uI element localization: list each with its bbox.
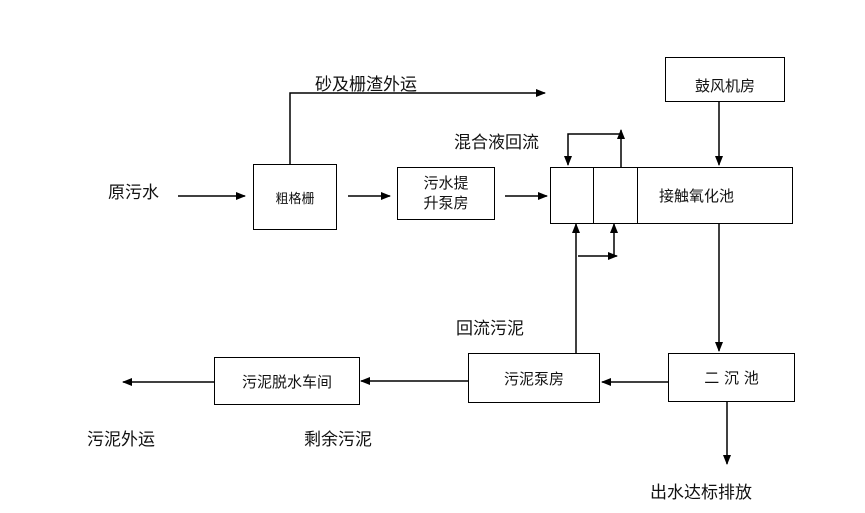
pump-room-label-1: 污水提 xyxy=(423,174,469,192)
pump-room-label-2: 升泵房 xyxy=(423,193,469,212)
oxidation-divider-2 xyxy=(637,168,638,223)
secondary-clarifier-label: 二 沉 池 xyxy=(704,369,759,387)
blower-room-label: 鼓风机房 xyxy=(694,77,755,95)
sludge-out-label: 污泥外运 xyxy=(87,430,155,450)
blower-room-box: 鼓风机房 xyxy=(665,57,785,102)
raw-water-label: 原污水 xyxy=(108,183,159,203)
sludge-pump-room-label: 污泥泵房 xyxy=(503,369,564,388)
contact-oxidation-box: 接触氧化池 xyxy=(550,167,793,224)
excess-sludge-label: 剩余污泥 xyxy=(304,430,372,450)
sand-residue-label: 砂及栅渣外运 xyxy=(315,75,417,95)
coarse-screen-label: 粗格栅 xyxy=(275,191,315,207)
effluent-label: 出水达标排放 xyxy=(650,483,752,503)
oxidation-divider-1 xyxy=(593,168,594,223)
arrow-residue-out xyxy=(289,89,546,165)
mixed-liquor-return-label: 混合液回流 xyxy=(454,133,539,153)
coarse-screen-box: 粗格栅 xyxy=(253,164,337,230)
contact-oxidation-label: 接触氧化池 xyxy=(659,187,735,205)
pump-room-box: 污水提 升泵房 xyxy=(397,167,495,220)
sludge-dewatering-box: 污泥脱水车间 xyxy=(214,357,360,405)
mixed-return-top xyxy=(564,133,621,166)
secondary-clarifier-box: 二 沉 池 xyxy=(668,353,795,402)
return-sludge-label: 回流污泥 xyxy=(456,319,524,339)
sludge-pump-room-box: 污泥泵房 xyxy=(468,353,600,403)
sludge-dewatering-label: 污泥脱水车间 xyxy=(241,372,332,391)
